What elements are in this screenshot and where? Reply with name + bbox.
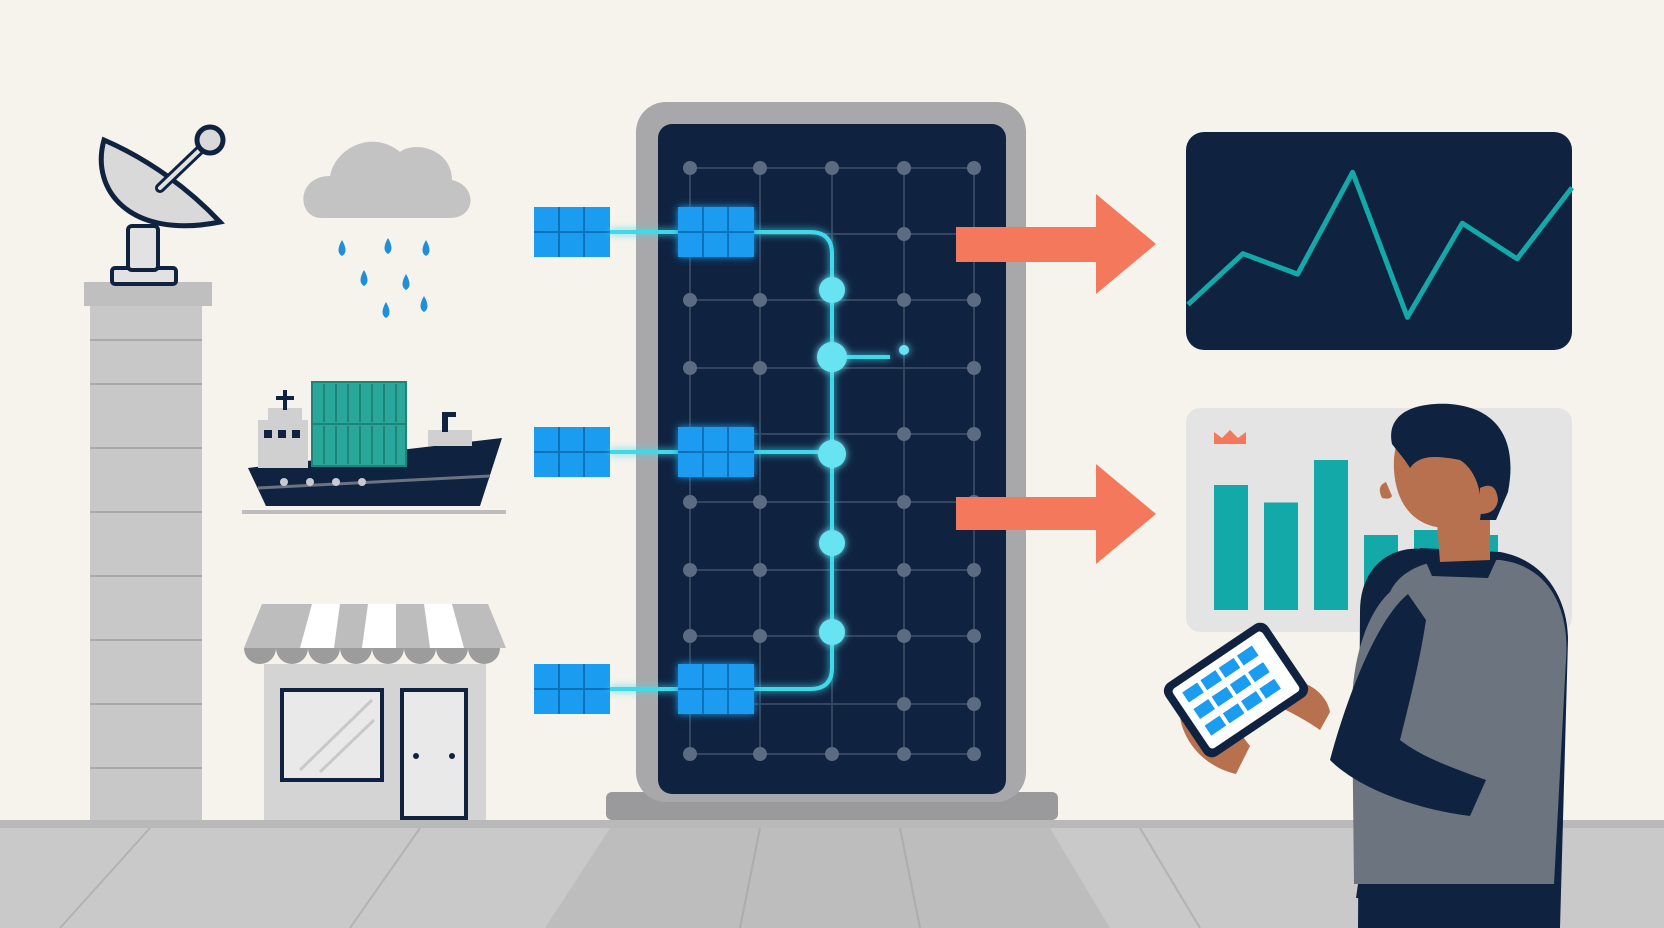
cargo-ship-icon xyxy=(242,381,506,514)
input-data-block xyxy=(534,664,610,714)
bar-3 xyxy=(1314,460,1348,610)
input-data-block xyxy=(534,207,610,257)
line-chart-panel-icon xyxy=(1186,132,1574,350)
rain-cloud-icon xyxy=(303,141,471,318)
line-chart-series xyxy=(1186,169,1574,320)
person-with-tablet-icon xyxy=(1163,403,1568,928)
bar-2 xyxy=(1264,502,1298,610)
bar-1 xyxy=(1214,485,1248,610)
floor xyxy=(0,820,1664,928)
server-rack-icon xyxy=(606,102,1058,820)
output-arrow xyxy=(956,194,1156,294)
input-data-block xyxy=(534,427,610,477)
satellite-dish-icon xyxy=(84,124,226,820)
storefront-icon xyxy=(244,604,506,820)
glowing-nodes xyxy=(817,277,909,645)
server-grid-nodes xyxy=(683,161,981,761)
output-arrow xyxy=(956,464,1156,564)
